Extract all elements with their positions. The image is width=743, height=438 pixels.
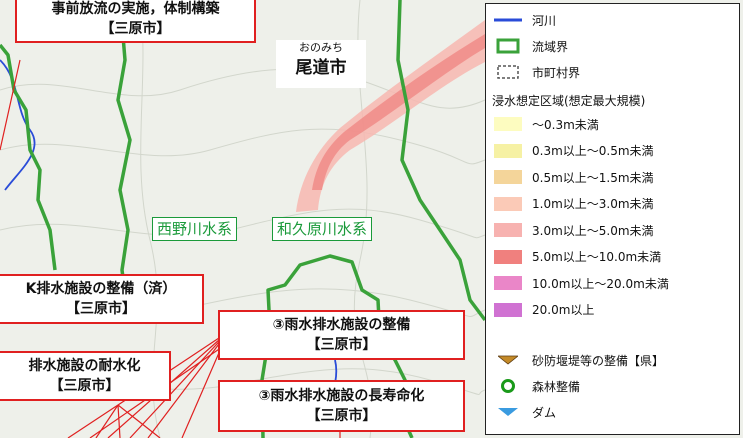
flood-zone-core xyxy=(312,34,485,190)
flood-color-swatch xyxy=(494,196,522,211)
flood-color-swatch xyxy=(494,276,522,290)
legend-item-river: 河川 xyxy=(494,10,556,30)
map-legend: 河川 流域界 市町村界 浸水想定区域(想定最大規模) 砂防堰堤等の整備【県】 森… xyxy=(485,3,740,435)
city-label-onomichi: おのみち 尾道市 xyxy=(276,40,366,88)
legend-item-dam: ダム xyxy=(494,402,556,422)
legend-item-municipal: 市町村界 xyxy=(494,62,580,82)
legend-flood-class-1: 0.3m以上～0.5m未満 xyxy=(494,141,654,161)
callout-stormwater-longevity-line1: ③雨水排水施設の長寿命化 xyxy=(258,388,425,404)
callout-stormwater-longevity-line2: 【三原市】 xyxy=(306,408,377,424)
legend-flood-class-7: 20.0m以上 xyxy=(494,300,594,320)
flood-class-label: 5.0m以上～10.0m未満 xyxy=(532,250,662,264)
callout-stormwater-facility-line2: 【三原市】 xyxy=(306,337,377,353)
flood-class-label: 0.3m以上～0.5m未満 xyxy=(532,144,654,158)
callout-stormwater-facility-line1: ③雨水排水施設の整備 xyxy=(272,317,411,333)
dam-icon xyxy=(494,404,522,420)
legend-label-dam: ダム xyxy=(532,405,557,420)
legend-flood-class-5: 5.0m以上～10.0m未満 xyxy=(494,247,661,267)
flood-color-swatch xyxy=(494,302,522,317)
flood-class-label: ～0.3m未満 xyxy=(532,117,599,132)
callout-drainage-waterproofing-line1: 排水施設の耐水化 xyxy=(28,358,141,374)
basin-boundary-icon xyxy=(494,38,522,54)
callout-drainage-waterproofing: 排水施設の耐水化 【三原市】 xyxy=(0,351,171,401)
legend-label-basin: 流域界 xyxy=(532,39,569,54)
callout-advance-discharge-line1: 事前放流の実施，体制構築 xyxy=(51,1,220,17)
callout-drainage-facility-built-line1: K排水施設の整備（済） xyxy=(25,281,177,297)
municipal-boundary-icon xyxy=(494,64,522,80)
legend-flood-class-2: 0.5m以上～1.5m未満 xyxy=(494,167,654,187)
callout-drainage-facility-built: K排水施設の整備（済） 【三原市】 xyxy=(0,274,204,324)
callout-leader-lines xyxy=(0,59,341,438)
callout-advance-discharge-line2: 【三原市】 xyxy=(100,21,171,37)
city-furigana: おのみち xyxy=(299,41,343,54)
flood-class-label: 20.0m以上 xyxy=(532,303,595,317)
legend-label-forest: 森林整備 xyxy=(532,379,581,394)
flood-color-swatch xyxy=(494,143,522,158)
flood-color-swatch xyxy=(494,249,522,264)
water-system-label-nishino: 西野川水系 xyxy=(152,217,238,241)
forest-circle-icon xyxy=(494,378,522,394)
water-system-label-wakubara: 和久原川水系 xyxy=(272,217,373,241)
sabo-dam-icon xyxy=(494,352,522,368)
flood-class-label: 10.0m以上～20.0m未満 xyxy=(532,276,669,291)
legend-flood-class-3: 1.0m以上～3.0m未満 xyxy=(494,194,654,214)
legend-flood-class-6: 10.0m以上～20.0m未満 xyxy=(494,273,669,293)
callout-advance-discharge: 事前放流の実施，体制構築 【三原市】 xyxy=(15,0,256,43)
flood-color-swatch xyxy=(494,170,522,184)
legend-item-basin: 流域界 xyxy=(494,36,568,56)
legend-flood-class-0: ～0.3m未満 xyxy=(494,114,599,134)
callout-drainage-waterproofing-line2: 【三原市】 xyxy=(49,378,120,394)
legend-flood-title: 浸水想定区域(想定最大規模) xyxy=(492,93,646,108)
basin-boundary-lines xyxy=(0,0,487,438)
legend-label-river: 河川 xyxy=(532,13,557,28)
legend-label-municipal: 市町村界 xyxy=(532,65,581,80)
city-name: 尾道市 xyxy=(295,58,347,78)
flood-class-label: 1.0m以上～3.0m未満 xyxy=(532,197,654,211)
flood-color-swatch xyxy=(494,223,522,237)
legend-item-forest: 森林整備 xyxy=(494,376,580,396)
river-line-icon xyxy=(494,12,522,28)
flood-class-label: 3.0m以上～5.0m未満 xyxy=(532,223,654,238)
legend-item-sabo: 砂防堰堤等の整備【県】 xyxy=(494,350,664,370)
callout-stormwater-facility: ③雨水排水施設の整備 【三原市】 xyxy=(218,310,465,360)
callout-drainage-facility-built-line2: 【三原市】 xyxy=(66,301,136,317)
flood-class-label: 0.5m以上～1.5m未満 xyxy=(532,170,654,185)
legend-flood-class-4: 3.0m以上～5.0m未満 xyxy=(494,220,654,240)
callout-stormwater-longevity: ③雨水排水施設の長寿命化 【三原市】 xyxy=(218,380,465,432)
flood-color-swatch xyxy=(494,117,522,131)
legend-label-sabo: 砂防堰堤等の整備【県】 xyxy=(532,353,665,368)
